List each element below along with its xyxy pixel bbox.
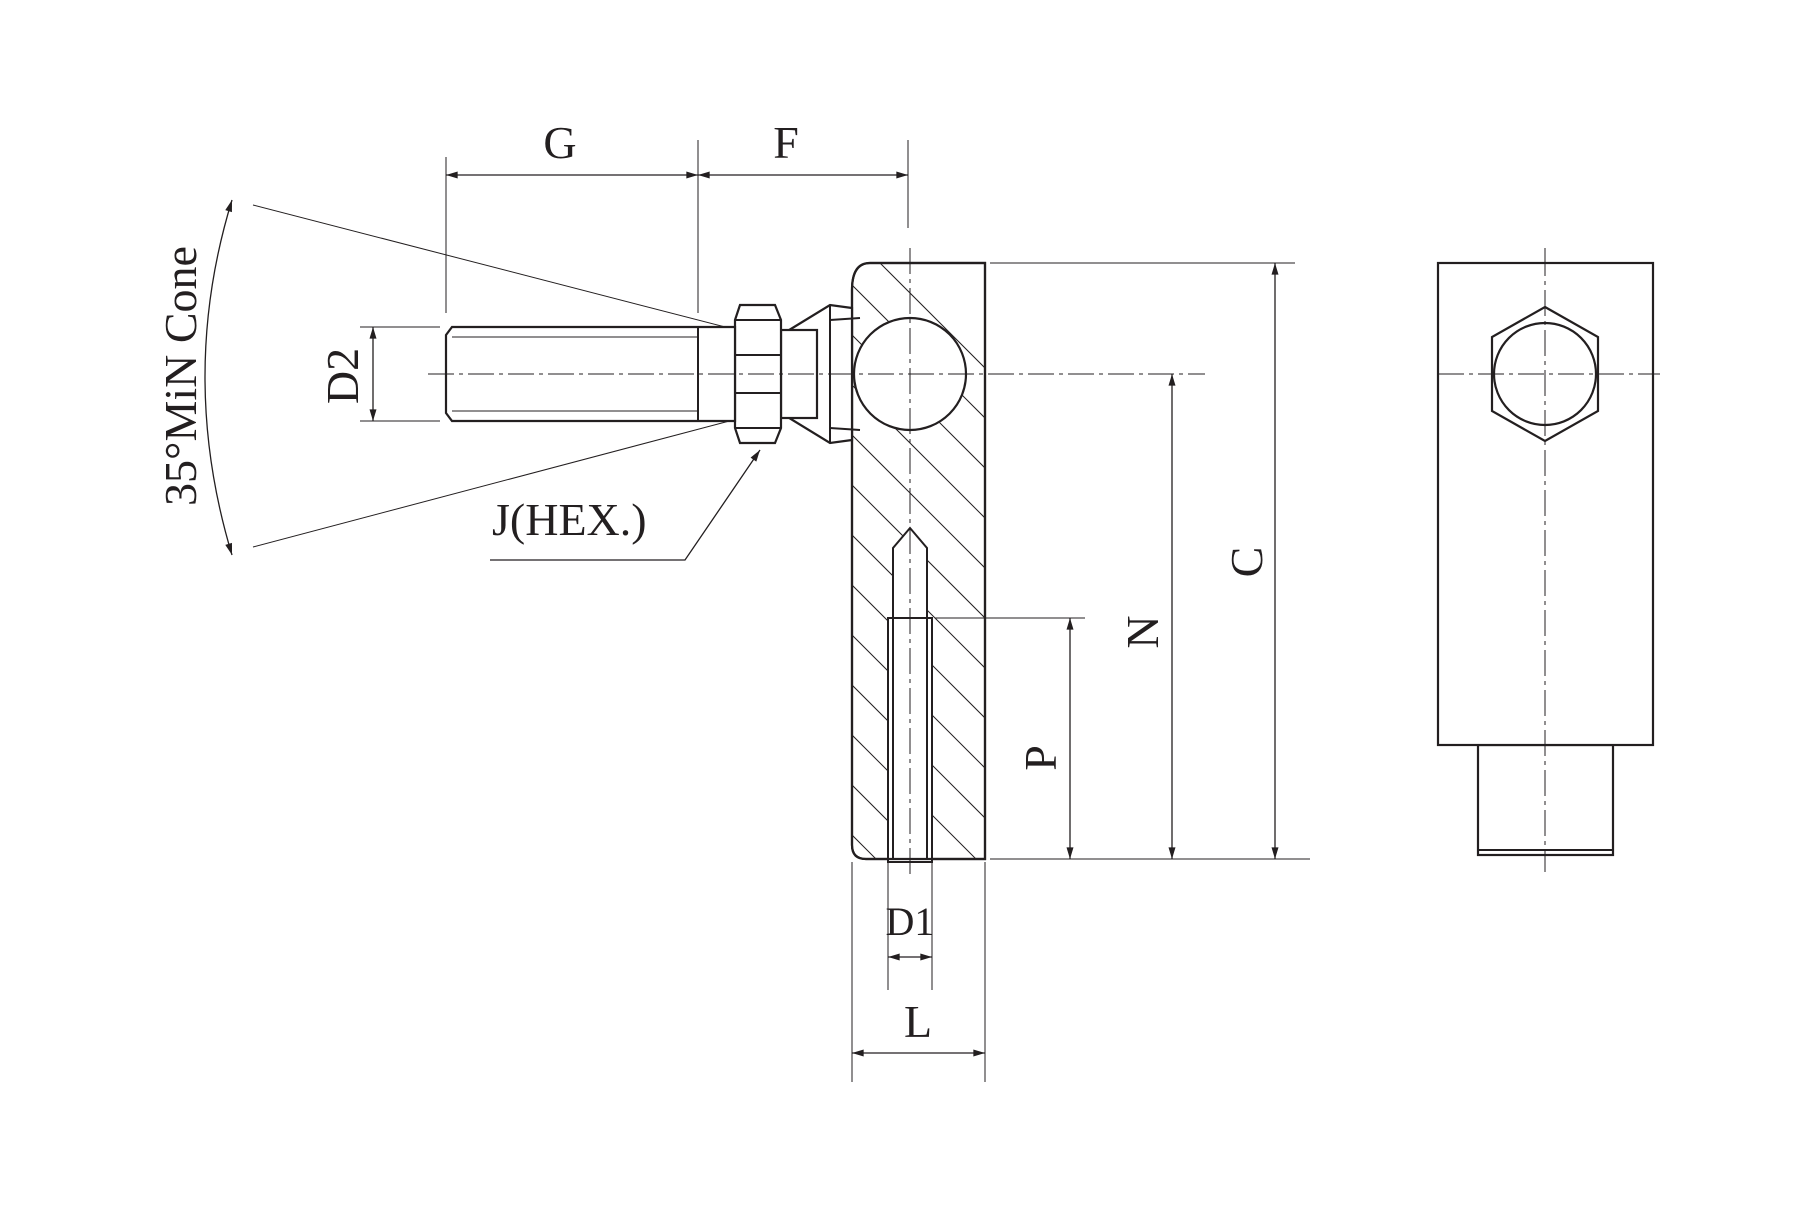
cone-angle-arc — [204, 199, 233, 556]
label-l: L — [904, 996, 932, 1047]
label-n: N — [1117, 615, 1168, 648]
label-c: C — [1221, 547, 1272, 578]
label-d1: D1 — [886, 899, 935, 944]
side-view — [1436, 250, 1655, 870]
label-hex: J(HEX.) — [492, 494, 647, 545]
label-g: G — [543, 117, 576, 168]
label-cone: 35°MiN Cone — [155, 246, 206, 506]
hex-leader — [490, 449, 761, 561]
label-p: P — [1015, 745, 1066, 771]
label-f: F — [773, 117, 799, 168]
label-d2: D2 — [317, 348, 368, 404]
dimensions — [360, 140, 1310, 1082]
labels: G F D2 35°MiN Cone J(HEX.) C N P D1 L — [155, 117, 1272, 1047]
